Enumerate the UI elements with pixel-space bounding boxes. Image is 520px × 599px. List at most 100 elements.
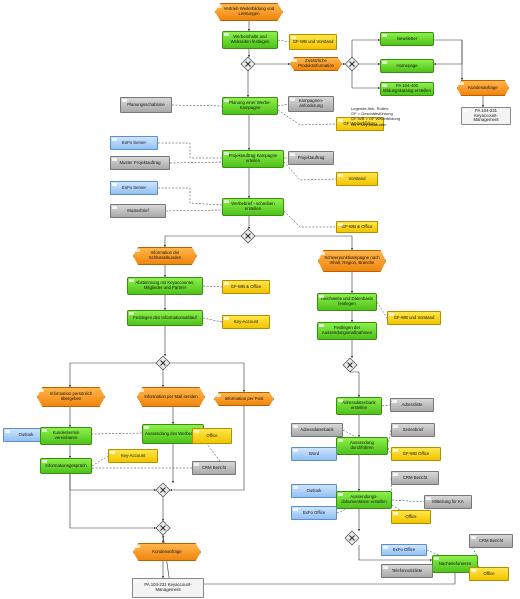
- flow-arrow: [163, 235, 241, 248]
- role-type-icon: [194, 430, 199, 433]
- func-type-icon: [382, 84, 387, 87]
- func-type-icon: [42, 429, 47, 432]
- system-type-icon: [426, 497, 431, 500]
- org-role-r10: GF-WB Office: [391, 447, 441, 461]
- func-type-icon: [129, 312, 134, 315]
- role-type-icon: [338, 174, 343, 177]
- node-label: Kundentermin vereinbaren: [52, 430, 80, 440]
- flow-arrow: [350, 371, 361, 398]
- function-f3: Homepage: [380, 59, 434, 73]
- function-f16: Aussendung durchführen: [336, 437, 388, 455]
- function-f12: Kundentermin vereinbaren: [40, 427, 92, 445]
- legend-title: Legende Abk. Rollen:: [351, 106, 390, 111]
- system-type-icon: [471, 536, 476, 539]
- node-label: Serienbrief: [402, 426, 424, 432]
- node-label: ExFo Server: [122, 139, 146, 145]
- event-e5: Information persönlich übergeben: [37, 387, 105, 407]
- flow-arrow: [358, 545, 433, 562]
- system-document-s12: CRM Bericht: [469, 534, 513, 548]
- event-e6: Information per Mail senden: [137, 387, 205, 407]
- role-type-icon: [224, 282, 229, 285]
- func-type-icon: [224, 99, 229, 102]
- association-line: [277, 39, 290, 43]
- association-line: [376, 301, 388, 319]
- node-label: Festlegen des Informationsablauf: [133, 314, 197, 320]
- function-f14: Informationsgespräch: [40, 458, 92, 474]
- association-line: [283, 210, 336, 228]
- func-type-icon: [224, 33, 229, 36]
- node-label: Informationsgespräch: [45, 462, 87, 468]
- system-document-s3: Muster Projektauftrag: [110, 156, 170, 170]
- org-role-r11: Office: [391, 510, 431, 524]
- org-role-r8: Office: [192, 428, 232, 444]
- function-f7: Werbebrief - schreiben erstellen: [222, 198, 284, 216]
- node-label: Outlook: [306, 487, 322, 493]
- event-type-icon: [217, 5, 222, 8]
- doc-type-icon: [134, 580, 139, 583]
- node-label: Newsletter: [396, 35, 418, 41]
- node-label: Information der Schlüsselkunden: [148, 250, 182, 260]
- system-document-s9: Serienbrief: [391, 423, 435, 437]
- function-f17: Aussendungs-dokumentation erstellen: [336, 491, 392, 509]
- node-label: Office: [206, 432, 218, 438]
- association-line: [158, 187, 223, 206]
- system-document-s11: Mitteilung für KA: [424, 495, 472, 509]
- system-type-icon: [112, 158, 117, 161]
- node-label: Telefonnotizliste: [391, 567, 423, 573]
- app-type-icon: [112, 183, 117, 186]
- node-label: ExFo Office: [302, 509, 326, 515]
- app-type-icon: [5, 430, 10, 433]
- role-type-icon: [291, 36, 296, 39]
- func-type-icon: [224, 200, 229, 203]
- system-type-icon: [122, 99, 127, 102]
- role-type-icon: [471, 569, 476, 572]
- role-type-icon: [224, 317, 229, 320]
- event-e0: Vertrieb Weiterbildung und Leistungen: [215, 3, 283, 21]
- association-line: [387, 447, 392, 455]
- node-label: Kundenanfrage: [468, 84, 498, 90]
- func-type-icon: [338, 399, 343, 402]
- function-f8: Abstimmung mit Keyaccounter, Mitglieder …: [127, 277, 203, 295]
- flow-arrow: [68, 362, 156, 388]
- func-type-icon: [382, 34, 387, 37]
- app-type-icon: [112, 138, 117, 141]
- org-role-r7: GF-WB und Vorstand: [387, 311, 441, 325]
- func-type-icon: [382, 61, 387, 64]
- role-type-icon: [110, 451, 115, 454]
- event-e3: Information der Schlüsselkunden: [133, 247, 197, 265]
- association-line: [381, 404, 391, 407]
- node-label: PA 104-231 Keyaccount-Management: [473, 107, 499, 123]
- flow-arrow: [69, 474, 157, 492]
- event-e8: Kundenanfrage: [133, 543, 201, 561]
- association-line: [342, 429, 357, 438]
- legend-line-gf-wb: GF-WB = GF Weiterbildung: [351, 116, 400, 122]
- app-type-icon: [293, 449, 298, 452]
- org-role-r6: Key-Account: [222, 315, 270, 329]
- node-label: Muster Projektauftrag: [119, 159, 161, 165]
- node-label: Aussendung des Werbemails: [145, 430, 201, 436]
- function-f9: Festlegen des Informationsablauf: [127, 310, 203, 326]
- node-label: Adressdatenbank erstellen: [342, 400, 376, 410]
- association-line: [387, 429, 392, 445]
- legend-line-gf: GF = Geschäftsführung: [351, 111, 393, 117]
- xor-connector: [155, 355, 171, 371]
- system-type-icon: [393, 425, 398, 428]
- association-line: [277, 109, 337, 126]
- association-line: [426, 549, 451, 561]
- xor-connector: [344, 530, 360, 546]
- function-f15: Adressdatenbank erstellen: [336, 397, 382, 415]
- org-role-r3: Vorstand: [336, 172, 378, 186]
- application-system-a6: ExFo Office: [291, 506, 337, 520]
- flow-arrow: [255, 235, 354, 251]
- node-label: ExFo Server: [122, 184, 146, 190]
- node-label: GF-WB & Office: [230, 283, 262, 289]
- node-label: GF-WB und Vorstand: [393, 314, 435, 320]
- event-type-icon: [39, 389, 44, 392]
- xor-connector: [240, 56, 256, 72]
- node-label: Information persönlich übergeben: [49, 391, 93, 401]
- association-line: [171, 104, 223, 107]
- node-label: Homepage: [396, 62, 418, 68]
- org-role-r1: GF-WB und Vorstand: [289, 34, 337, 50]
- node-label: Zusätzliche Produktinformation: [297, 58, 335, 68]
